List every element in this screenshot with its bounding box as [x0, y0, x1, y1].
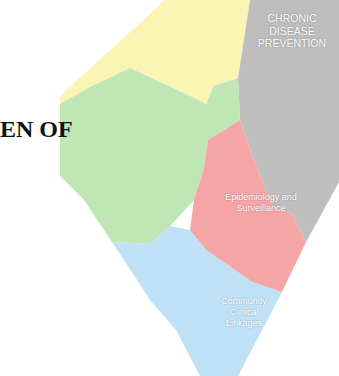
puzzle-piece-label: CHRONIC DISEASE PREVENTION — [250, 12, 334, 50]
piece-text: Community Clinical Linkages — [212, 296, 276, 328]
piece-text: Epidemiology and Surveillance — [222, 192, 300, 214]
blue-piece — [112, 226, 282, 376]
puzzle-piece-label: Community Clinical Linkages — [212, 296, 276, 328]
piece-text: CHRONIC DISEASE PREVENTION — [250, 12, 334, 50]
puzzle-piece-label: Epidemiology and Surveillance — [222, 192, 300, 214]
heading-fragment: EN OF — [0, 116, 73, 143]
